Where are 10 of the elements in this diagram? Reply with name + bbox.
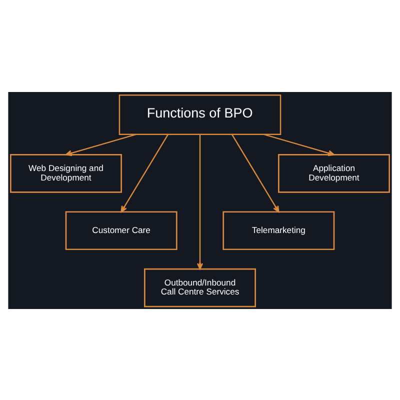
node-box: Telemarketing [222,210,335,250]
arrow [65,133,136,156]
node-box: Web Designing and Development [10,154,122,192]
node-box: Customer Care [65,210,178,250]
node-box: Application Development [278,154,390,192]
arrow [264,133,335,156]
arrow [231,134,280,212]
arrow [196,134,204,270]
node-box: Outbound/Inbound Call Centre Services [144,268,256,307]
arrow [120,134,169,212]
